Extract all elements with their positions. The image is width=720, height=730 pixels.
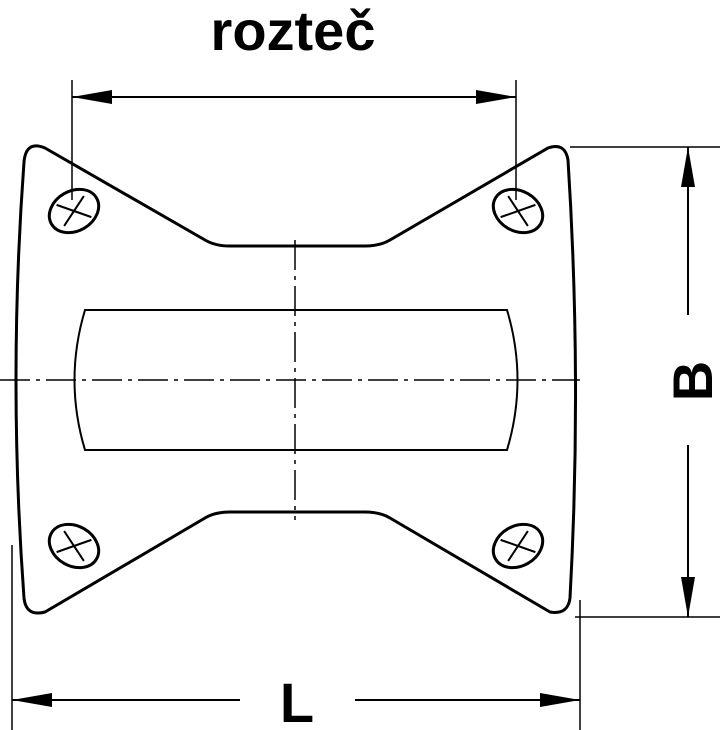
length-l-dimension bbox=[11, 545, 581, 730]
plate-outline bbox=[14, 144, 578, 615]
pitch-label: rozteč bbox=[211, 0, 376, 62]
pitch-dimension bbox=[71, 80, 517, 200]
mounting-hole-bottom-left bbox=[47, 522, 101, 570]
length-l-label: L bbox=[280, 671, 314, 730]
mounting-hole-top-right bbox=[491, 187, 545, 235]
mounting-hole-bottom-right bbox=[491, 522, 545, 570]
width-b-dimension bbox=[570, 146, 720, 618]
center-slot bbox=[73, 309, 519, 451]
width-b-label: B bbox=[661, 361, 720, 401]
mounting-hole-top-left bbox=[47, 187, 101, 235]
